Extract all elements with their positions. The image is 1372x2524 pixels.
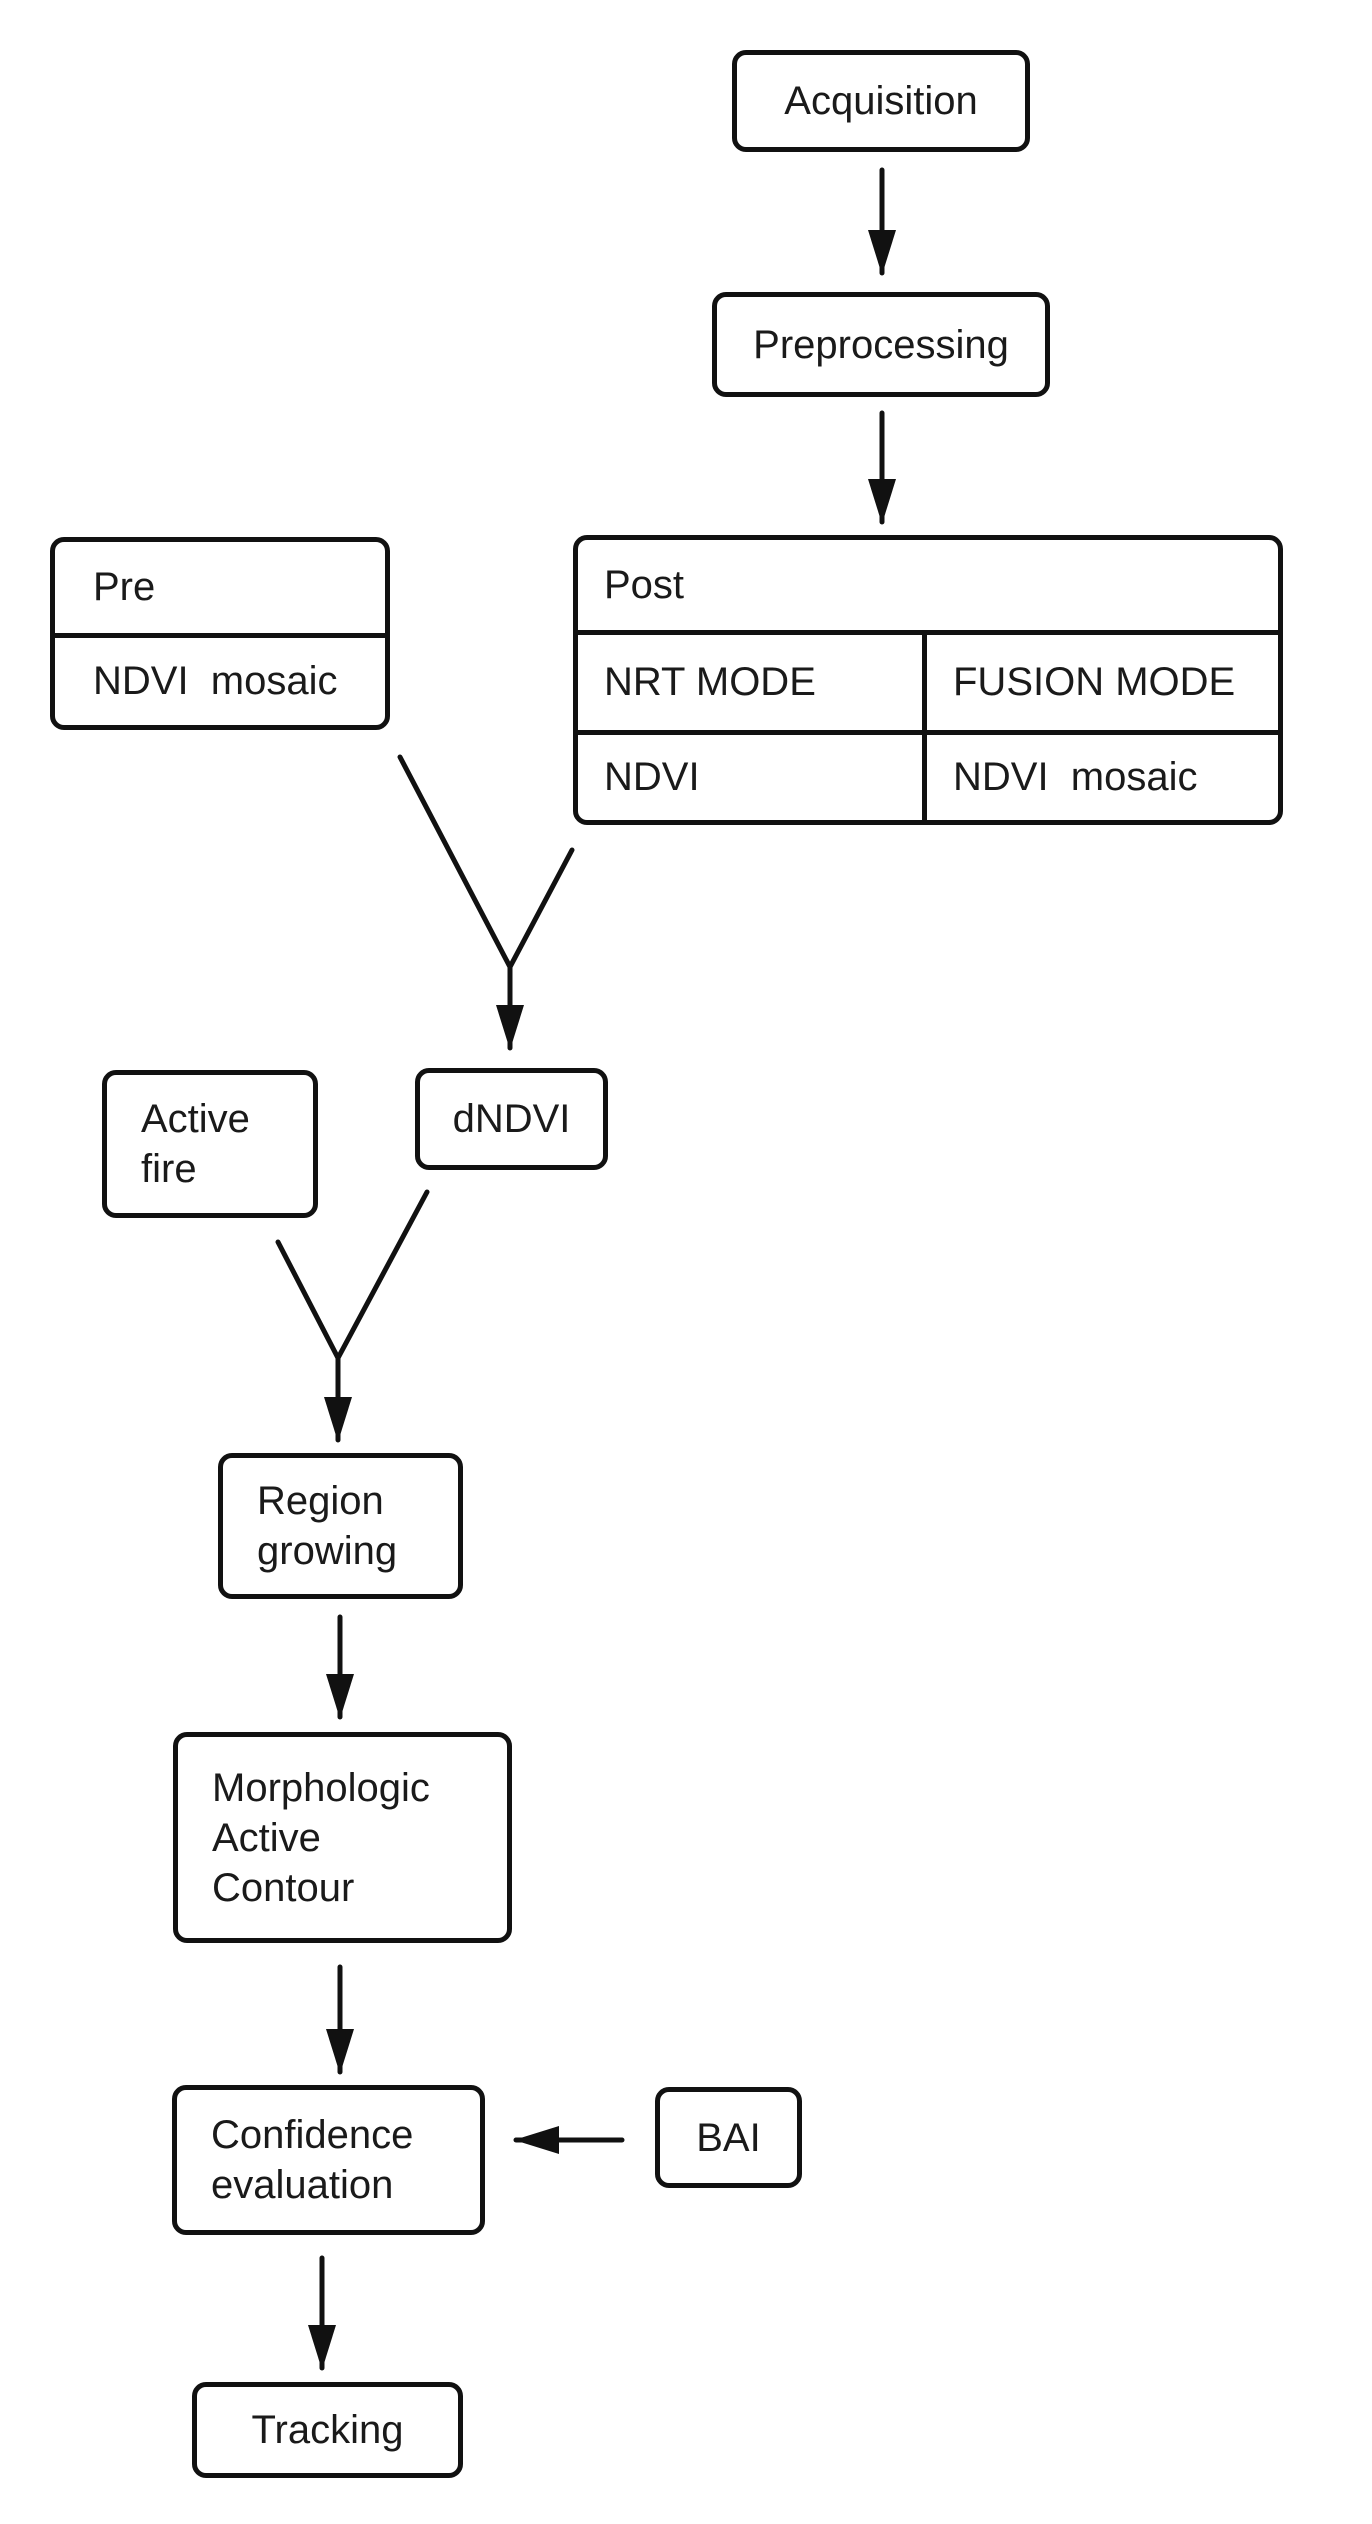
pre-cell-ndvi-mosaic-label: NDVI mosaic	[93, 659, 338, 703]
post-cell-nrt-mode-label: NRT MODE	[604, 660, 816, 704]
node-region-growing-label: Region growing	[257, 1479, 398, 1573]
post-cell-ndvi-label: NDVI	[604, 755, 700, 799]
post-cell-ndvi-mosaic: NDVI mosaic	[927, 735, 1278, 820]
node-acquisition-label: Acquisition	[784, 79, 978, 123]
post-cell-ndvi-mosaic-label: NDVI mosaic	[953, 755, 1198, 799]
pre-table-title: Pre	[93, 565, 156, 609]
post-table-row-modes: NRT MODE FUSION MODE	[578, 635, 1278, 735]
arrow-activefire-to-regiongrowing	[275, 1239, 352, 1443]
arrow-pre-to-dndvi	[397, 754, 524, 1051]
post-cell-ndvi: NDVI	[578, 735, 927, 820]
post-cell-fusion-mode-label: FUSION MODE	[953, 660, 1236, 704]
node-confidence-evaluation: Confidence evaluation	[172, 2085, 485, 2235]
line-dndvi-to-regiongrowing-merge	[335, 1189, 430, 1361]
node-preprocessing-label: Preprocessing	[753, 322, 1009, 367]
node-region-growing: Region growing	[218, 1453, 463, 1599]
post-cell-fusion-mode: FUSION MODE	[927, 635, 1278, 730]
node-bai: BAI	[655, 2087, 802, 2188]
node-dndvi-label: dNDVI	[452, 1097, 571, 1141]
pre-table-header: Pre	[55, 542, 385, 638]
post-table-row-products: NDVI NDVI mosaic	[578, 735, 1278, 820]
node-dndvi: dNDVI	[415, 1068, 608, 1170]
node-morphologic-active-contour-label: Morphologic Active Contour	[212, 1765, 430, 1910]
pre-table-row: NDVI mosaic	[55, 638, 385, 725]
node-post-table: Post NRT MODE FUSION MODE NDVI NDVI mosa…	[573, 535, 1283, 825]
node-preprocessing: Preprocessing	[712, 292, 1050, 397]
node-pre-table: Pre NDVI mosaic	[50, 537, 390, 730]
line-post-to-dndvi-merge	[507, 847, 575, 970]
node-confidence-evaluation-label: Confidence evaluation	[211, 2113, 414, 2207]
post-table-title: Post	[604, 562, 685, 607]
node-acquisition: Acquisition	[732, 50, 1030, 152]
node-tracking-label: Tracking	[251, 2408, 404, 2452]
node-active-fire: Active fire	[102, 1070, 318, 1218]
node-morphologic-active-contour: Morphologic Active Contour	[173, 1732, 512, 1943]
node-active-fire-label: Active fire	[141, 1097, 250, 1191]
post-cell-nrt-mode: NRT MODE	[578, 635, 927, 730]
node-tracking: Tracking	[192, 2382, 463, 2478]
pre-cell-ndvi-mosaic: NDVI mosaic	[55, 638, 385, 725]
node-bai-label: BAI	[696, 2115, 761, 2160]
post-table-header: Post	[578, 540, 1278, 635]
